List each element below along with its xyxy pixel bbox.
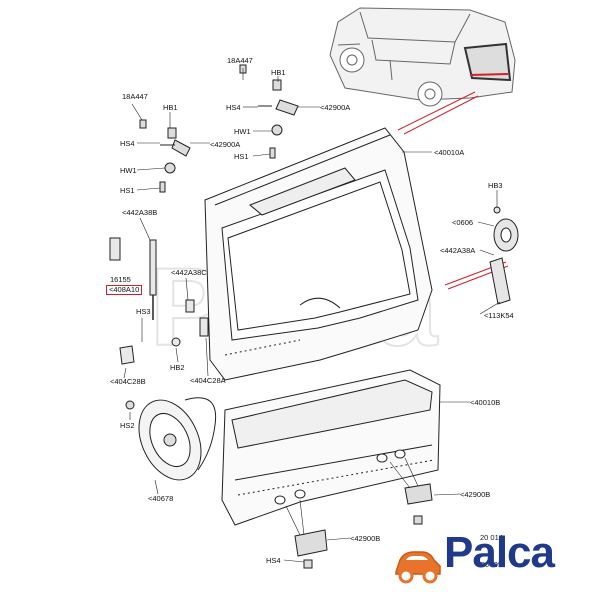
leader-lines <box>123 68 501 563</box>
part-label-442a38c: <442A38C <box>171 268 207 277</box>
part-label-hb1-top: HB1 <box>271 68 286 77</box>
part-label-hs1-top: HS1 <box>234 152 249 161</box>
gas-strut <box>109 237 209 365</box>
part-label-404c28a: <404C28A <box>190 376 226 385</box>
part-label-40010b: <40010B <box>470 398 501 407</box>
diagram-code-top: 20 014 <box>480 533 503 542</box>
part-label-hw1-top: HW1 <box>234 127 251 136</box>
part-label-113k54: <113K54 <box>484 311 514 320</box>
diagram-code-bottom: P0 -05 <box>480 560 503 569</box>
part-label-18a447-top: 18A447 <box>227 56 253 65</box>
top-hinge-parts <box>239 64 299 159</box>
part-label-408a10-highlighted[interactable]: <408A10 <box>106 285 143 295</box>
left-hinge-parts <box>139 119 191 193</box>
part-label-42900b-right: <42900B <box>460 490 491 499</box>
part-label-hb1: HB1 <box>163 103 178 112</box>
part-label-442a38a: <442A38A <box>440 246 476 255</box>
part-label-0606: <0606 <box>452 218 474 227</box>
right-side-parts <box>489 206 519 305</box>
part-label-hw1: HW1 <box>120 166 137 175</box>
part-label-18a447: 18A447 <box>122 92 148 101</box>
part-label-42900a: <42900A <box>210 140 241 149</box>
part-label-hb3: HB3 <box>488 181 503 190</box>
part-label-404c28b: <404C28B <box>110 377 146 386</box>
car-logo-icon <box>395 551 441 584</box>
part-label-40678: <40678 <box>148 494 174 503</box>
part-label-16155: 16155 <box>110 275 131 284</box>
brand-logo-text: Palca <box>444 528 555 577</box>
part-label-hb2: HB2 <box>170 363 185 372</box>
part-label-hs4: HS4 <box>120 139 135 148</box>
part-label-hs3: HS3 <box>136 307 151 316</box>
lower-tailgate-panel <box>221 369 441 526</box>
part-label-40010a: <40010A <box>434 148 465 157</box>
lower-hinges <box>294 483 433 569</box>
part-label-42900b-bottom: <42900B <box>350 534 381 543</box>
upper-tailgate-panel <box>204 127 433 381</box>
part-label-hs2: HS2 <box>120 421 135 430</box>
round-cover <box>125 397 217 481</box>
vehicle-thumbnail <box>329 7 516 107</box>
part-label-hs4-bottom: HS4 <box>266 556 281 565</box>
part-label-hs4-top: HS4 <box>226 103 241 112</box>
part-label-42900a-top: <42900A <box>320 103 351 112</box>
part-label-442a38b: <442A38B <box>122 208 158 217</box>
part-label-hs1: HS1 <box>120 186 135 195</box>
